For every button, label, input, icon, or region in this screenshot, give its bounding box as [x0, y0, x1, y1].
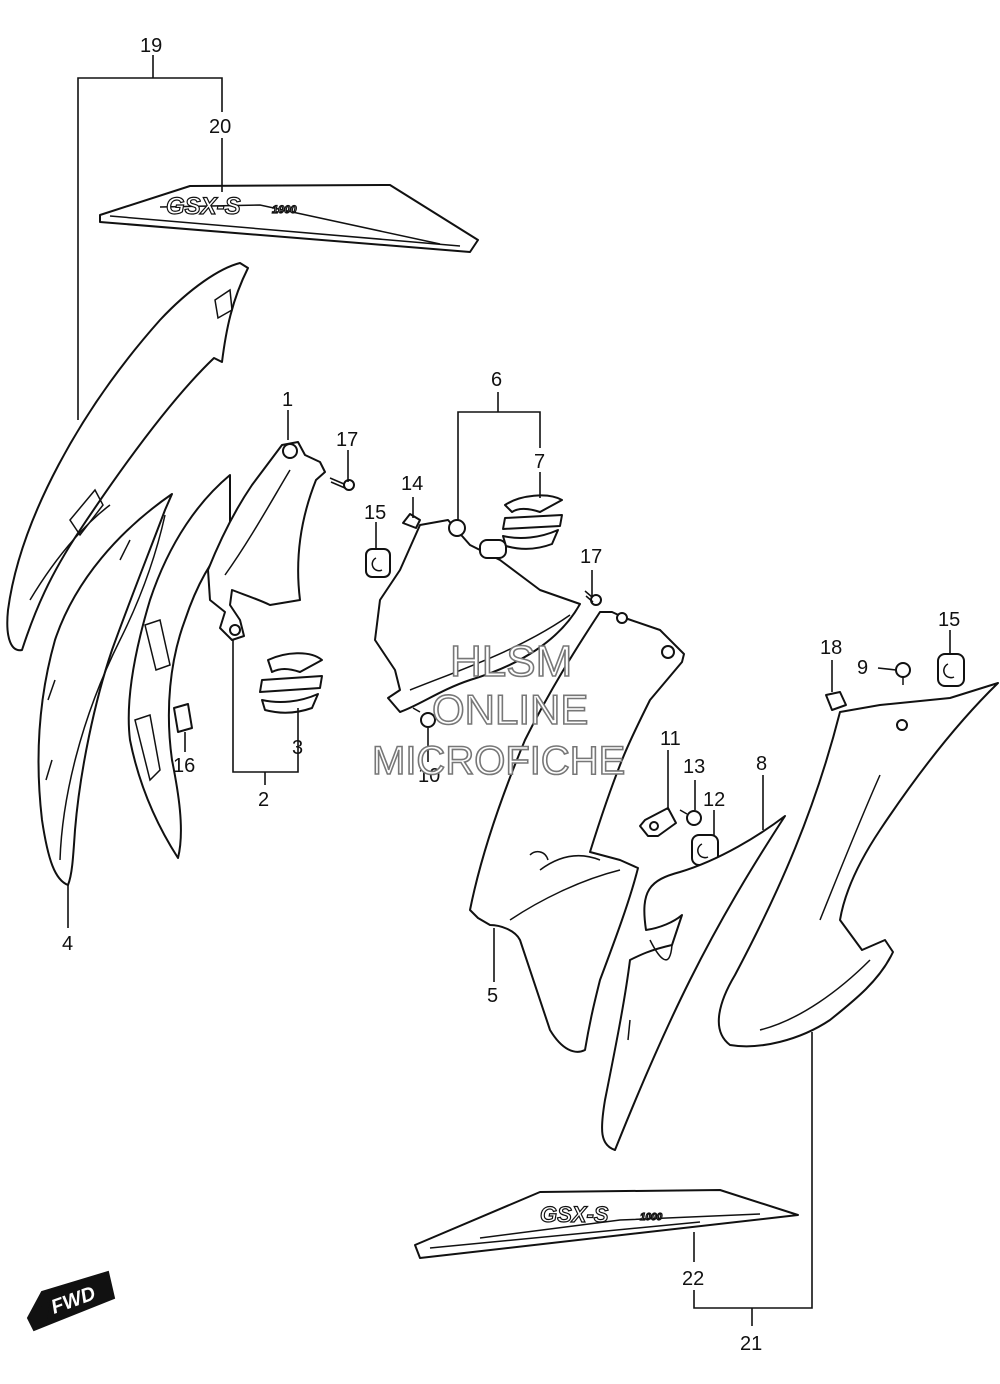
callout-9: 9 [857, 657, 868, 679]
callout-2: 2 [258, 789, 269, 811]
callout-21: 21 [740, 1333, 762, 1355]
arrow-icon [28, 1300, 50, 1326]
callout-3: 3 [292, 737, 303, 759]
part-8-under-cowl [601, 815, 786, 1151]
part-9-bolt [895, 662, 911, 685]
callout-17-left: 17 [336, 429, 358, 451]
part-2-inner-cowl [207, 441, 326, 641]
part-15-grommet-left [365, 548, 391, 578]
callout-12: 12 [703, 789, 725, 811]
part-4-side-cover [37, 493, 173, 886]
callout-4: 4 [62, 933, 73, 955]
callout-numbers: 19 20 1 17 15 14 6 7 3 2 16 4 10 17 5 11… [62, 35, 960, 1355]
part-3-emblem [259, 652, 323, 714]
part-11-bracket [639, 807, 677, 837]
part-17-screw-left [329, 477, 355, 491]
callout-13: 13 [683, 756, 705, 778]
watermark-line-1: HLSM [450, 637, 572, 686]
watermark-line-3: MICROFICHE [372, 739, 625, 783]
decal-logo-model: 1000 [272, 204, 297, 216]
leader-lines [67, 55, 951, 1326]
callout-15-left: 15 [364, 502, 386, 524]
part-22-decal-bottom: GSX-S 1000 [414, 1189, 799, 1259]
part-20-decal-top: GSX-S 1000 [99, 184, 479, 253]
callout-1: 1 [282, 389, 293, 411]
callout-6: 6 [491, 369, 502, 391]
decal-logo-brand: GSX-S [166, 193, 241, 220]
part-15-grommet-right [937, 653, 965, 687]
callout-19: 19 [140, 35, 162, 57]
callout-10: 10 [418, 765, 440, 787]
fwd-direction-badge: FWD [26, 1270, 116, 1332]
part-13-bolt [679, 809, 702, 826]
part-6-inner-panel [374, 519, 581, 713]
callout-16: 16 [173, 755, 195, 777]
callout-17-right: 17 [580, 546, 602, 568]
callout-11: 11 [660, 728, 681, 750]
callout-18: 18 [820, 637, 842, 659]
inner-panel-left [127, 474, 231, 859]
decal-logo-brand-2: GSX-S [540, 1202, 609, 1227]
part-19-side-cowl [6, 262, 249, 652]
part-10-bolt [412, 707, 436, 728]
part-21-lower-cowl [717, 682, 999, 1048]
part-5-front-fairing [469, 611, 685, 1053]
callout-7: 7 [534, 451, 545, 473]
callout-14: 14 [401, 473, 423, 495]
callout-22: 22 [682, 1268, 704, 1290]
callout-8: 8 [756, 753, 767, 775]
decal-logo-model-2: 1000 [640, 1212, 663, 1223]
callout-20: 20 [209, 116, 231, 138]
part-18-nut [825, 691, 847, 711]
part-14-clip [402, 513, 421, 529]
watermark: HLSM ONLINE MICROFICHE [371, 636, 626, 784]
part-7-emblem [502, 494, 563, 550]
watermark-line-2: ONLINE [432, 686, 588, 733]
callout-15-right: 15 [938, 609, 960, 631]
part-17-screw-right [584, 590, 602, 606]
callout-5: 5 [487, 985, 498, 1007]
